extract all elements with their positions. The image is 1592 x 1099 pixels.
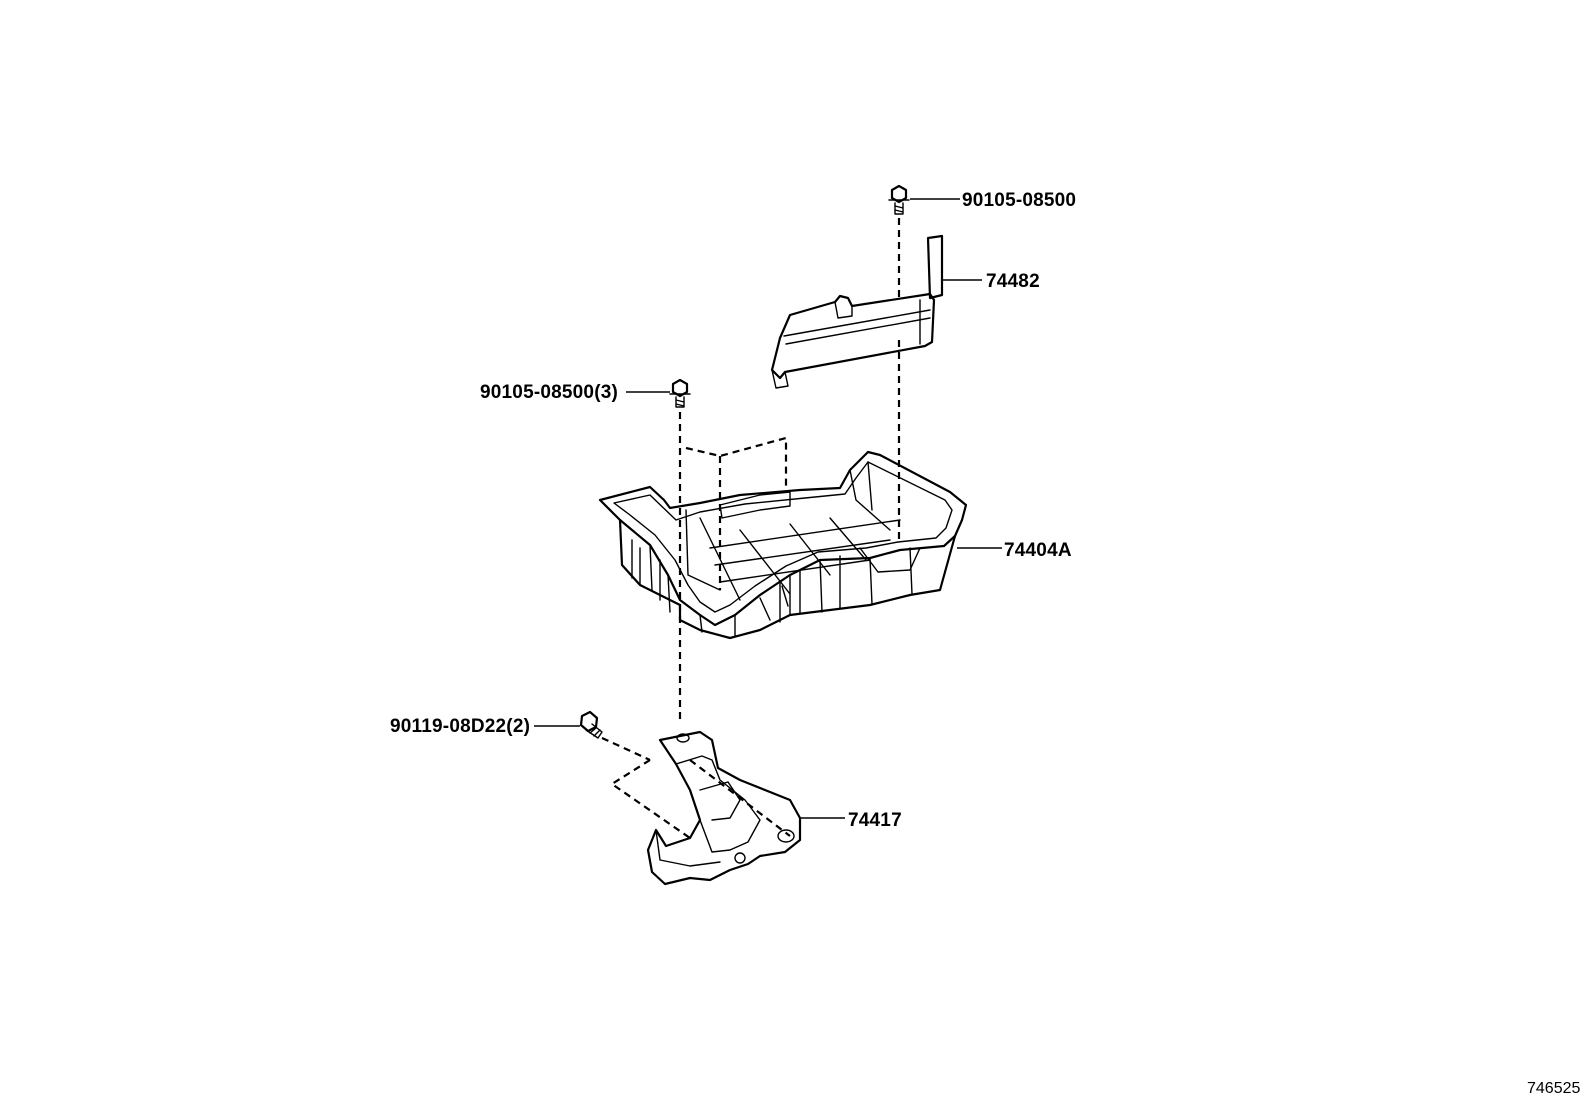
bracket-upper-icon [770, 234, 944, 389]
bracket-lower-icon [646, 730, 802, 886]
label-bracket-upper: 74482 [986, 271, 1040, 292]
guide-line-lower-b [610, 759, 691, 839]
guide-line-lower-c [689, 759, 791, 837]
guide-box-top [685, 436, 788, 590]
figure-id: 746525 [1527, 1080, 1580, 1097]
label-bolt-left: 90105-08500(3) [480, 382, 618, 403]
guide-line-lower-a [601, 737, 651, 761]
bolt-top-icon [888, 184, 910, 215]
battery-tray-icon [598, 450, 968, 640]
bolt-left-icon [669, 378, 691, 408]
bolt-lower-icon [579, 710, 603, 739]
label-battery-tray: 74404A [1004, 540, 1072, 561]
label-bolt-top: 90105-08500 [962, 190, 1076, 211]
label-bolt-lower: 90119-08D22(2) [390, 716, 530, 737]
label-bracket-lower: 74417 [848, 810, 902, 831]
